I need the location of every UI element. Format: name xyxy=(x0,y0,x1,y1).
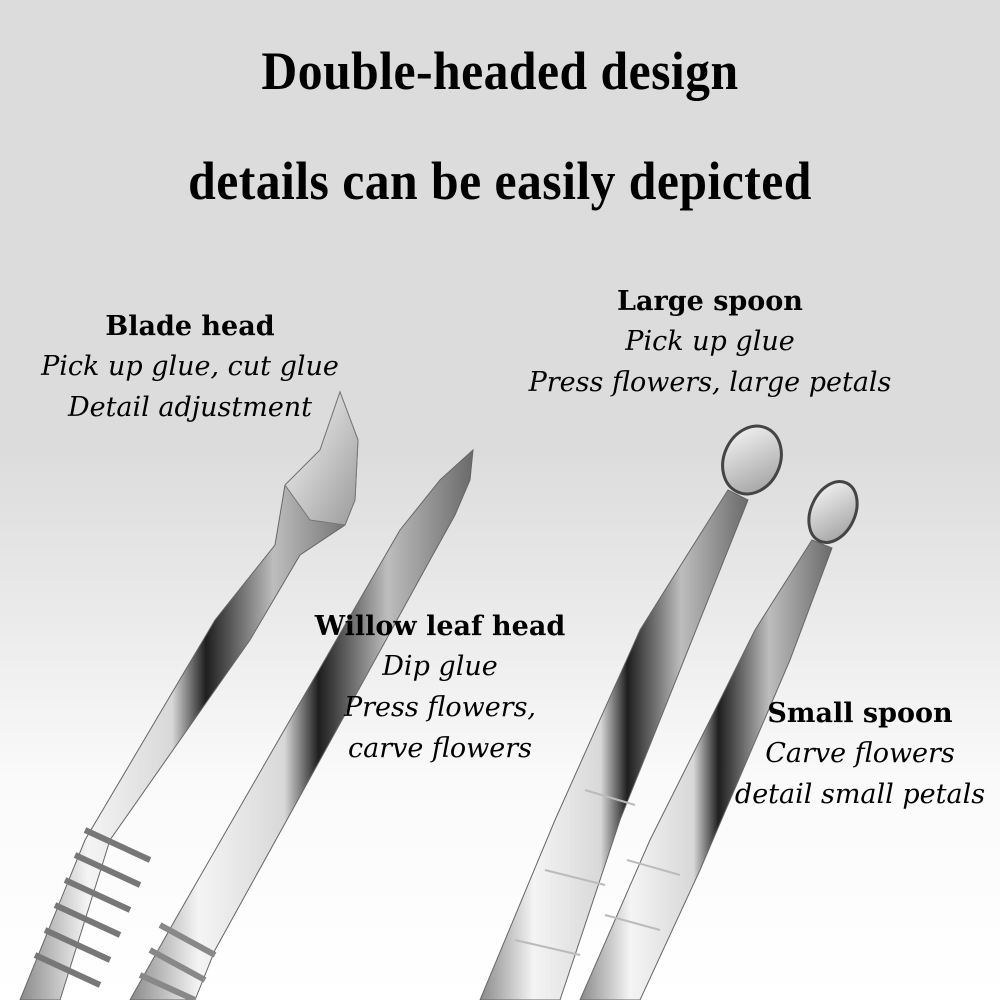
small-spoon-tool-icon xyxy=(579,480,859,1000)
small-spoon-desc-1: Carve flowers xyxy=(765,738,955,769)
headline-line-2: details can be easily depicted xyxy=(188,151,812,211)
willow-leaf-title: Willow leaf head xyxy=(314,611,566,642)
willow-leaf-desc-1: Dip glue xyxy=(382,651,498,682)
willow-leaf-tool-icon xyxy=(129,448,474,1000)
large-spoon-desc-2: Press flowers, large petals xyxy=(528,367,892,398)
large-spoon-tool-icon xyxy=(479,424,783,1000)
headline-line-1: Double-headed design xyxy=(261,41,739,101)
small-spoon-desc-2: detail small petals xyxy=(734,779,986,810)
large-spoon-label: Large spoon Pick up glue Press flowers, … xyxy=(510,283,910,403)
willow-leaf-label: Willow leaf head Dip glue Press flowers,… xyxy=(290,608,590,769)
small-spoon-title: Small spoon xyxy=(767,698,953,729)
blade-head-tool-icon xyxy=(19,390,359,1000)
blade-head-title: Blade head xyxy=(105,311,275,342)
large-spoon-desc-1: Pick up glue xyxy=(625,326,795,357)
small-spoon-label: Small spoon Carve flowers detail small p… xyxy=(715,695,1000,815)
blade-head-desc-2: Detail adjustment xyxy=(67,392,313,423)
willow-leaf-desc-3: carve flowers xyxy=(347,733,533,764)
blade-head-desc-1: Pick up glue, cut glue xyxy=(41,351,339,382)
large-spoon-title: Large spoon xyxy=(617,286,803,317)
blade-head-label: Blade head Pick up glue, cut glue Detail… xyxy=(20,308,360,428)
willow-leaf-desc-2: Press flowers, xyxy=(343,692,537,723)
